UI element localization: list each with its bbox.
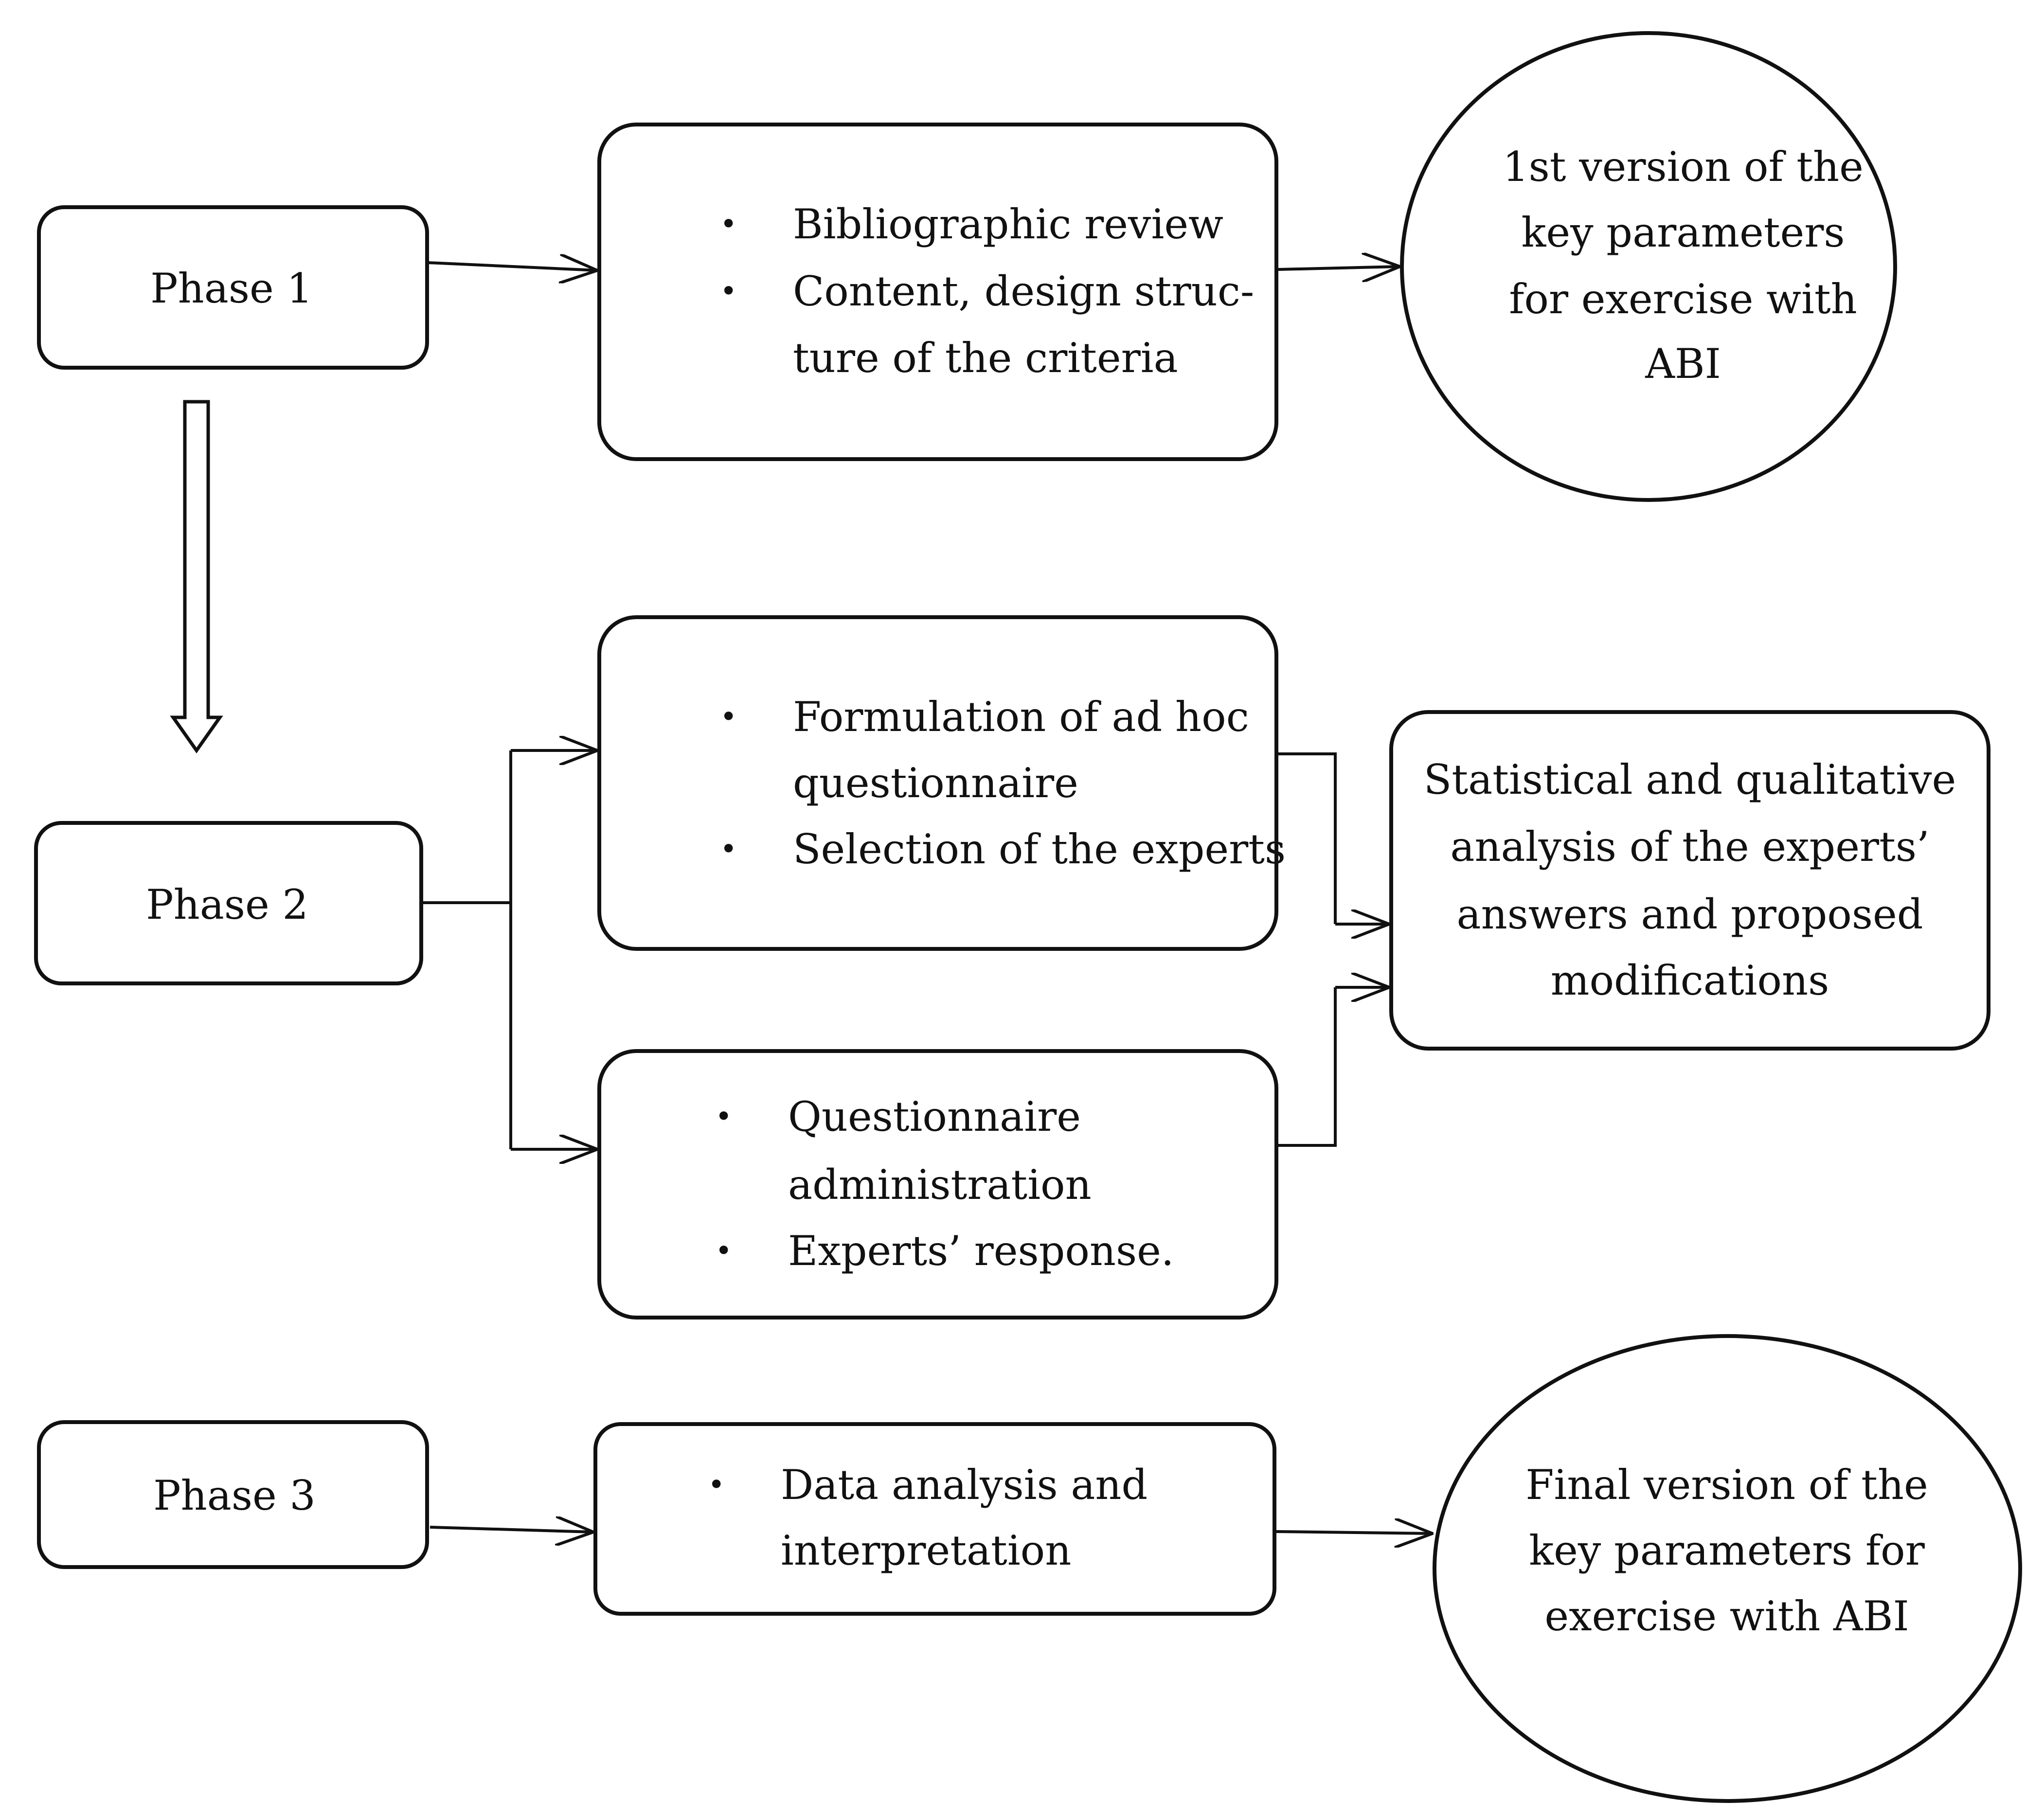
connector-top-box-out — [1278, 752, 1337, 924]
phase2-top-item-2: Selection of the experts — [793, 825, 1286, 873]
hollow-down-arrow — [170, 400, 223, 754]
phase3-label: Phase 3 — [153, 1472, 316, 1519]
arrow-phase1-to-box — [428, 263, 597, 270]
phase1-item-2-cont: ture of the criteria — [793, 334, 1178, 382]
arrow-phase3-to-box — [430, 1527, 593, 1532]
phase3-item-1-cont: interpretation — [781, 1527, 1072, 1574]
phase3-item-1: Data analysis and — [781, 1461, 1148, 1509]
phase2-result-line-3: answers and proposed — [1456, 891, 1923, 938]
phase3-activity-box — [593, 1422, 1276, 1616]
phase2-result-box — [1389, 710, 1990, 1051]
connector-bottom-box-out — [1278, 987, 1337, 1147]
phase1-result-line-2: key parameters — [1521, 209, 1845, 256]
phase1-result-line-1: 1st version of the — [1503, 143, 1864, 191]
phase3-result-line-1: Final version of the — [1525, 1461, 1928, 1509]
phase2-result-line-4: modifications — [1550, 957, 1829, 1004]
bullet: • — [715, 1234, 733, 1268]
phase1-result-line-4: ABI — [1645, 340, 1721, 388]
phase3-result-line-2: key parameters for — [1529, 1527, 1925, 1574]
phase1-activity-box — [597, 123, 1278, 461]
bullet: • — [720, 207, 737, 241]
bullet: • — [715, 1100, 733, 1134]
bullet: • — [720, 832, 737, 866]
phase2-top-item-1-cont: questionnaire — [793, 759, 1078, 807]
phase1-box — [37, 205, 429, 370]
phase3-result-oval — [1433, 1334, 2022, 1803]
arrow-box-to-result1 — [1278, 267, 1400, 269]
phase2-top-item-1: Formulation of ad hoc — [793, 693, 1249, 741]
phase2-bottom-box — [597, 1049, 1278, 1320]
phase2-bottom-item-2: Experts’ response. — [788, 1227, 1174, 1275]
phase1-item-1: Bibliographic review — [793, 200, 1223, 248]
phase1-result-oval — [1400, 31, 1897, 502]
phase2-top-box — [597, 615, 1278, 951]
phase2-result-line-2: analysis of the experts’ — [1450, 823, 1930, 871]
phase1-item-2: Content, design struc- — [793, 268, 1255, 315]
arrow-box-to-result3 — [1275, 1532, 1433, 1534]
phase3-result-line-3: exercise with ABI — [1544, 1592, 1909, 1640]
phase2-bottom-item-1-cont: administration — [788, 1161, 1092, 1209]
phase2-bottom-item-1: Questionnaire — [788, 1093, 1081, 1141]
phase2-label: Phase 2 — [146, 881, 308, 928]
phase2-box — [34, 821, 423, 985]
phase2-result-line-1: Statistical and qualitative — [1423, 756, 1956, 803]
phase3-box — [37, 1420, 429, 1569]
bullet: • — [708, 1468, 725, 1502]
bullet: • — [720, 274, 737, 308]
phase1-result-line-3: for exercise with — [1509, 275, 1857, 323]
phase1-label: Phase 1 — [150, 265, 313, 312]
bullet: • — [720, 700, 737, 734]
